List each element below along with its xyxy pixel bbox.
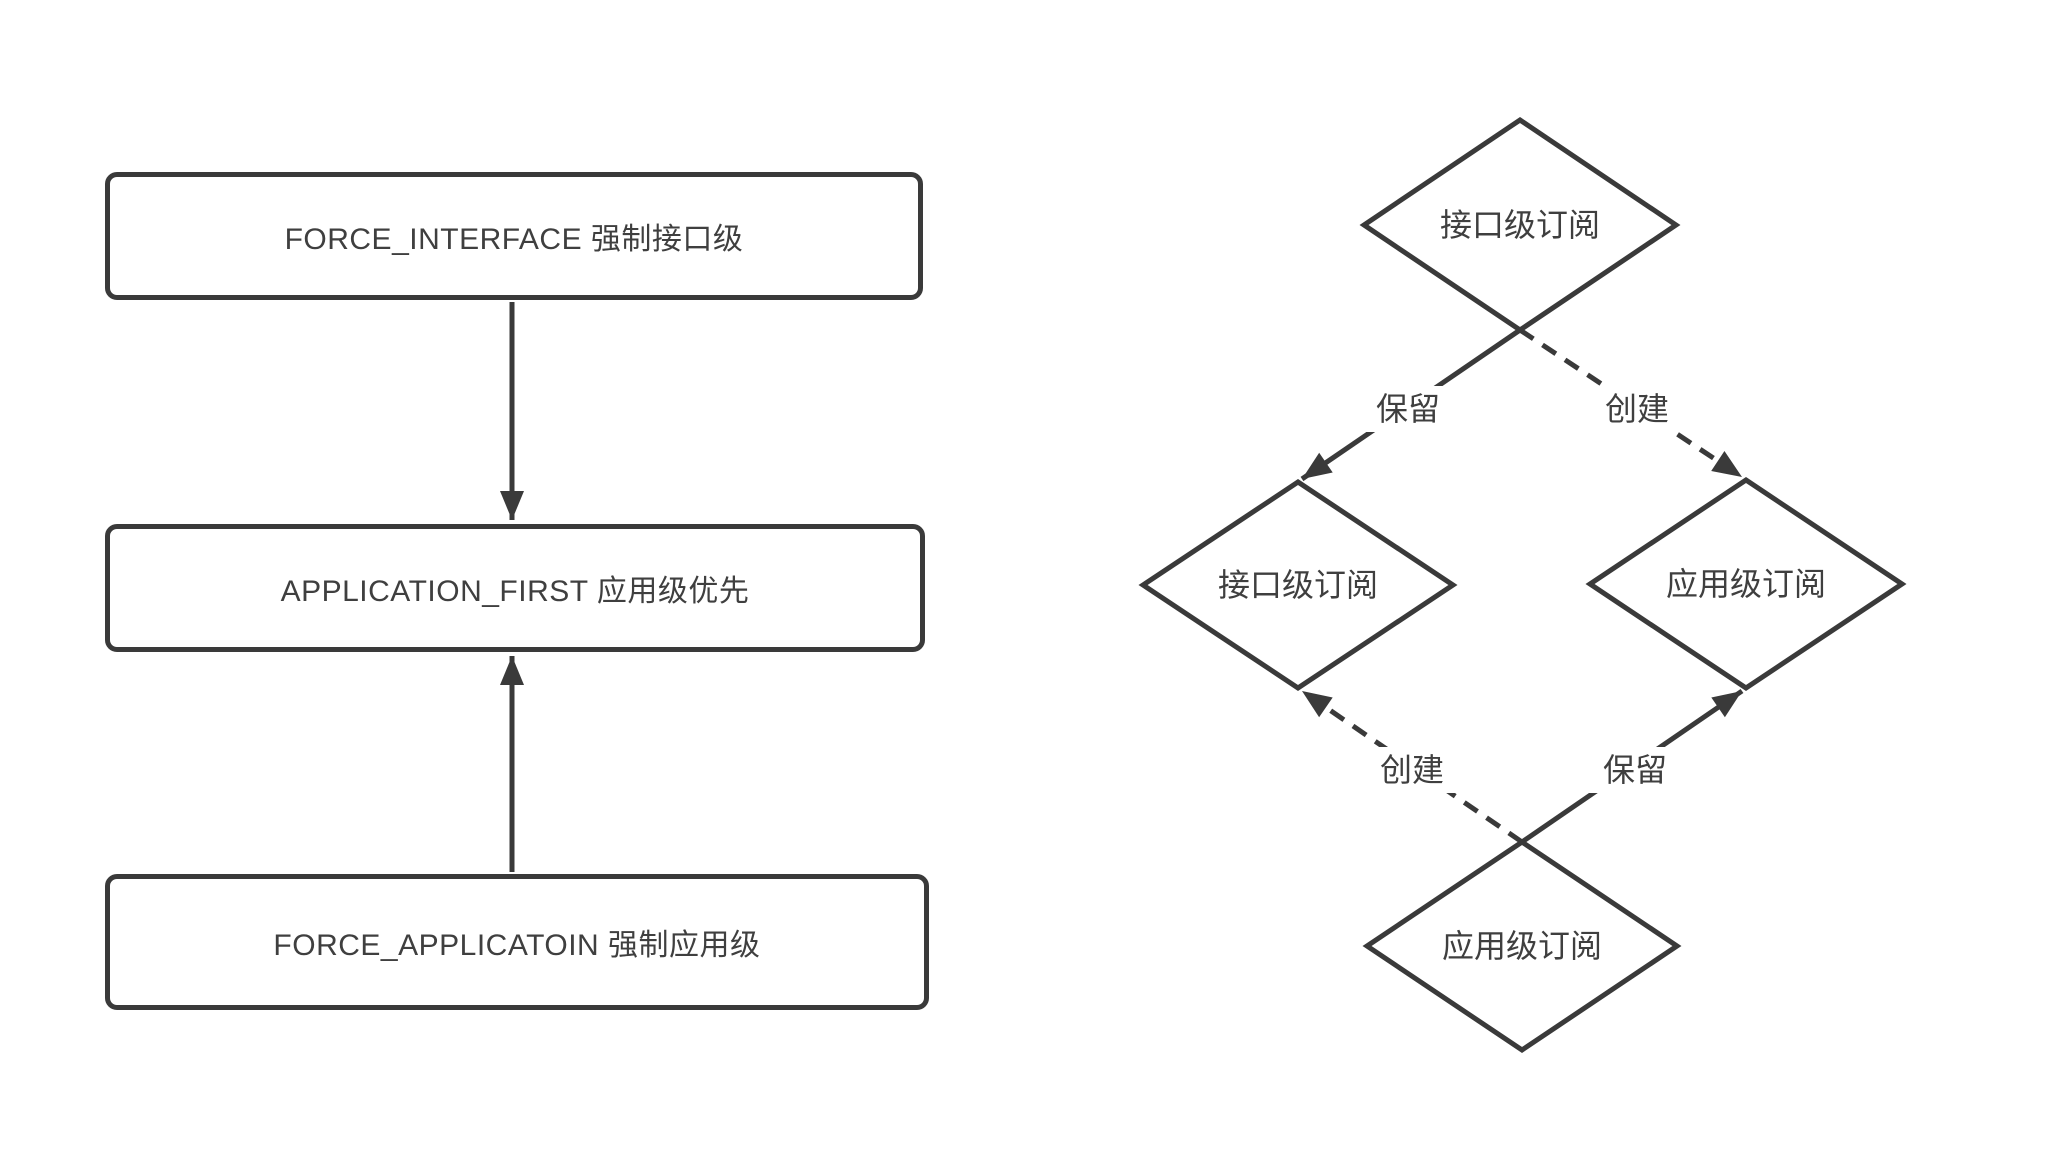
diamond-bottom	[1362, 838, 1682, 1054]
edge-label-mask	[1583, 747, 1687, 793]
flow-box-application-first: APPLICATION_FIRST 应用级优先	[105, 524, 925, 652]
diamond-top-label: 接口级订阅	[1440, 207, 1600, 243]
edge-label-mask	[1585, 386, 1689, 432]
diamond-top	[1359, 116, 1681, 334]
diamond-middle-left	[1138, 478, 1458, 692]
diamond-bottom-label: 应用级订阅	[1442, 928, 1602, 964]
edge-label-mask	[1360, 747, 1464, 793]
edge-label-create-top: 创建	[1605, 391, 1669, 427]
flow-box-force-interface: FORCE_INTERFACE 强制接口级	[105, 172, 923, 300]
flow-box-force-application-label: FORCE_APPLICATOIN 强制应用级	[273, 929, 761, 962]
diamond-middle-right	[1585, 476, 1907, 692]
diamond-middle-left-label: 接口级订阅	[1218, 567, 1378, 603]
edge-create-bottom-left	[1300, 688, 1524, 845]
edge-keep-bottom-right	[1520, 688, 1744, 845]
diamond-middle-right-label: 应用级订阅	[1666, 566, 1826, 602]
edge-label-keep-bottom: 保留	[1603, 752, 1667, 788]
edge-label-keep-top: 保留	[1376, 391, 1440, 427]
flow-box-force-interface-label: FORCE_INTERFACE 强制接口级	[284, 223, 744, 256]
edge-create-top-right	[1518, 327, 1744, 480]
flow-box-force-application: FORCE_APPLICATOIN 强制应用级	[105, 874, 929, 1010]
edge-label-mask	[1356, 386, 1460, 432]
edge-keep-top-left	[1300, 327, 1522, 482]
edge-label-create-bottom: 创建	[1380, 752, 1444, 788]
flow-box-application-first-label: APPLICATION_FIRST 应用级优先	[280, 575, 750, 608]
